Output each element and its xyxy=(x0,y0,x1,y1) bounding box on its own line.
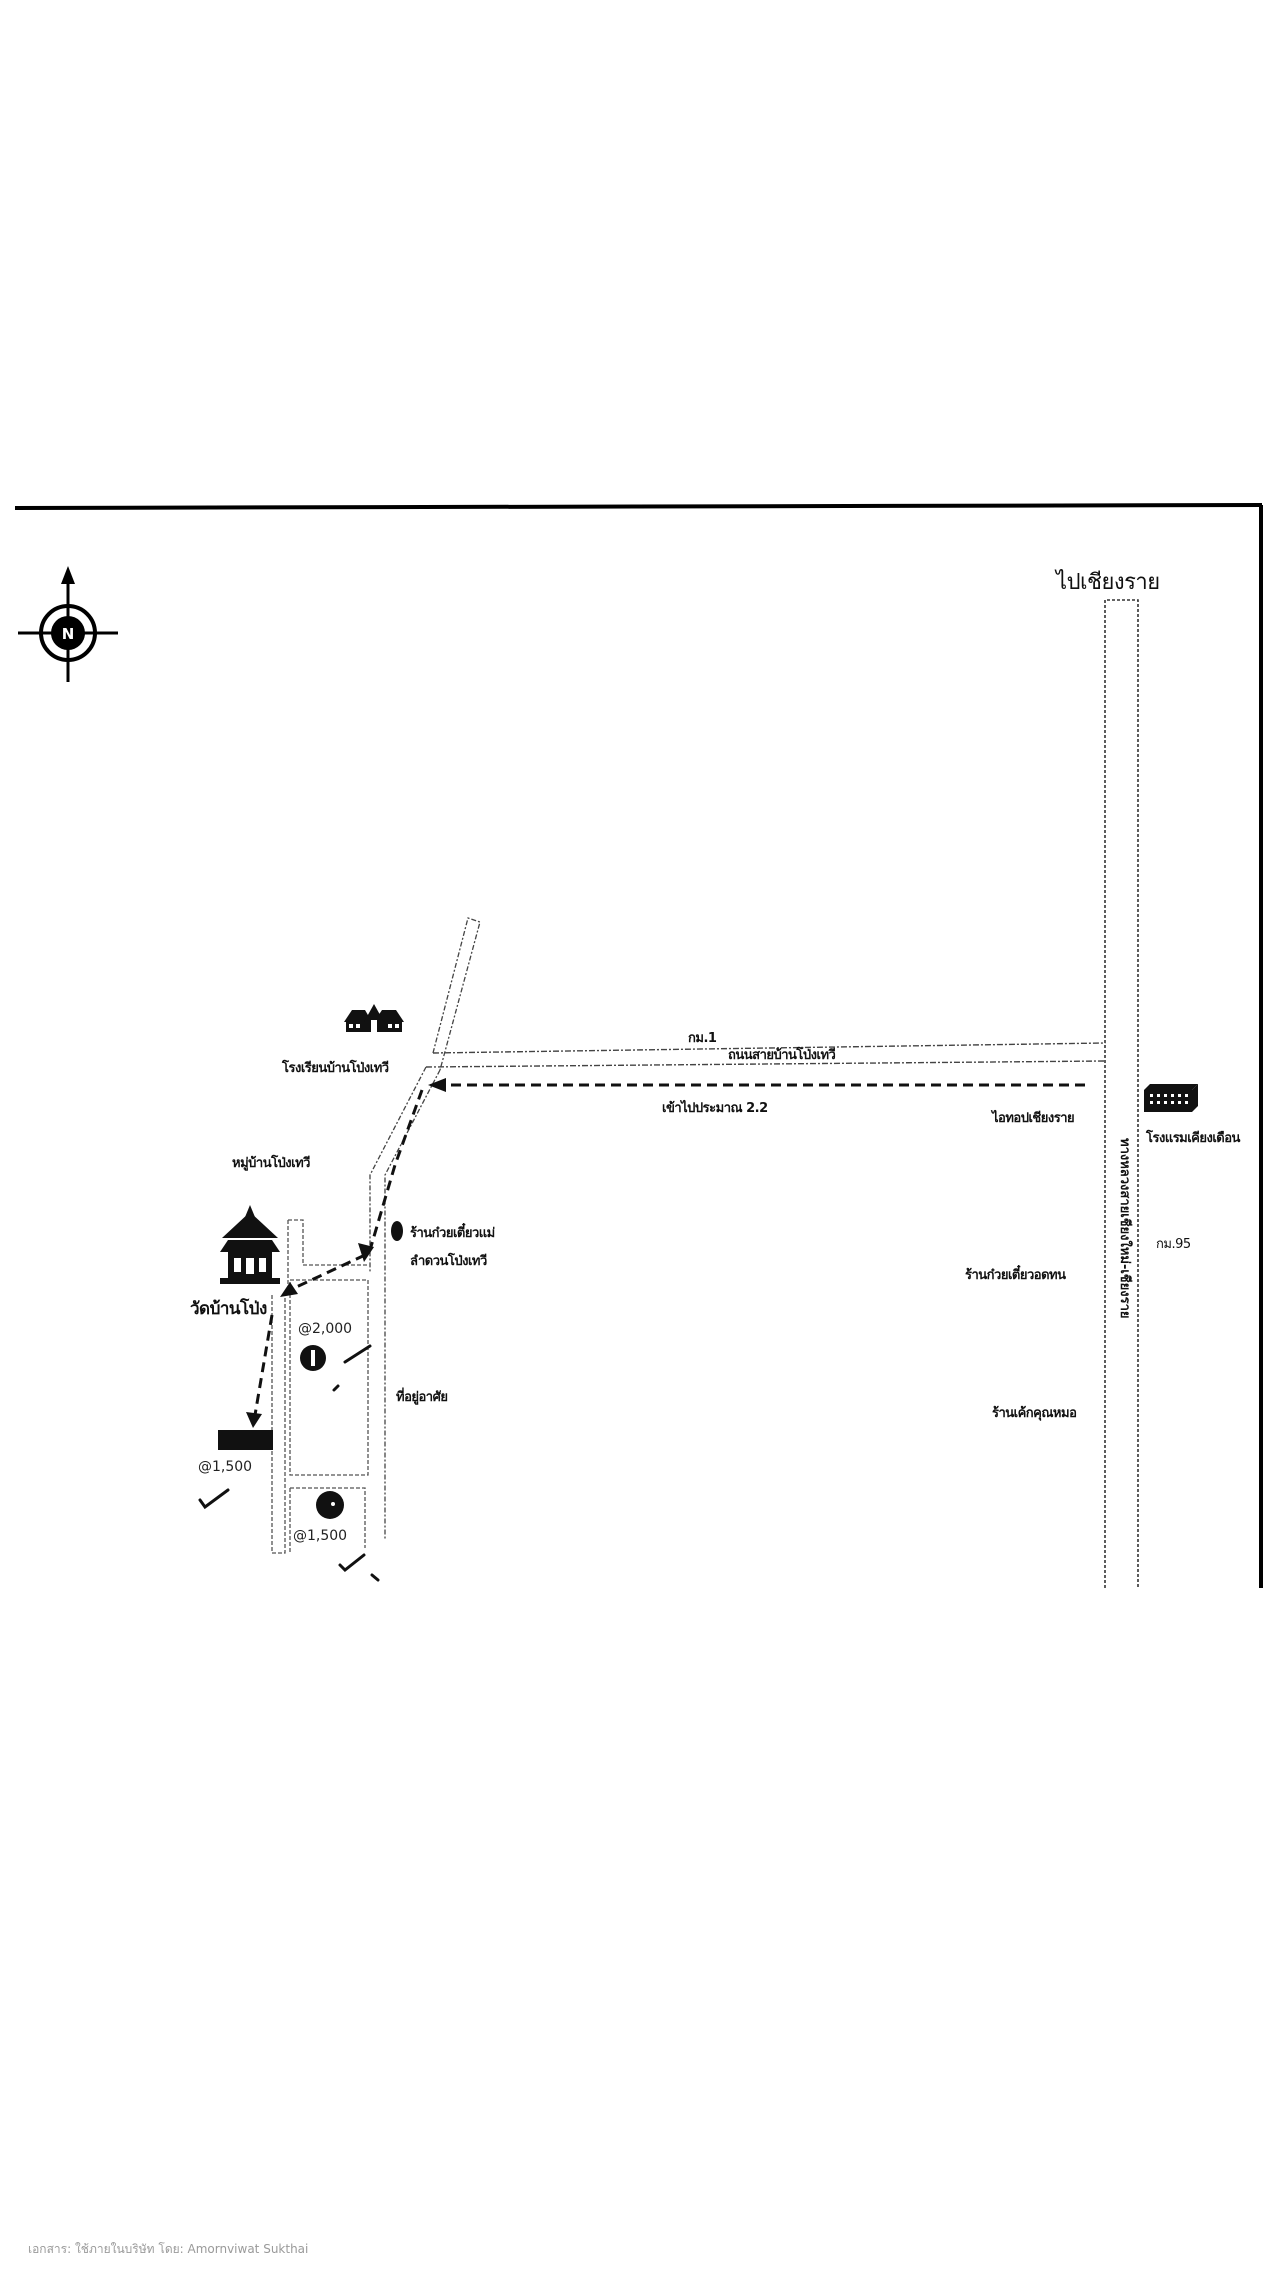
landmark-noodle-shop-line2: ลำดวนโป่งเทวี xyxy=(410,1254,487,1269)
main-highway-label: ทางหลวงสายเชียงใหม่-เชียงราย xyxy=(1117,1138,1132,1319)
main-highway-road xyxy=(1104,599,1139,1588)
shop-dot-icon xyxy=(391,1221,403,1241)
road-km-label: กม.1 xyxy=(688,1031,717,1046)
direction-label-chiang-rai: ไปเชียงราย xyxy=(1056,570,1160,595)
landmark-itop: ไอทอปเชียงราย xyxy=(992,1111,1075,1126)
map-frame xyxy=(14,503,1263,1588)
route-arrowheads xyxy=(246,1078,446,1428)
landmark-temple: วัดบ้านโป่ง xyxy=(190,1299,267,1319)
highway-km-label: กม.95 xyxy=(1156,1237,1191,1252)
plot-1-price: @2,000 xyxy=(298,1321,353,1337)
diagonal-road xyxy=(369,917,481,1540)
hotel-icon xyxy=(1144,1084,1198,1112)
landmark-hotel: โรงแรมเคียงเดือน xyxy=(1146,1131,1240,1146)
school-icon xyxy=(344,1004,404,1032)
landmark-noodle-shop-2: ร้านก๋วยเตี๋ยวอดทน xyxy=(965,1268,1066,1283)
landmark-noodle-shop-line1: ร้านก๋วยเตี๋ยวแม่ xyxy=(410,1226,495,1241)
landmark-school: โรงเรียนบ้านโป่งเทวี xyxy=(282,1061,389,1076)
landmark-village: หมู่บ้านโป่งเทวี xyxy=(232,1156,310,1171)
plot-marker-3 xyxy=(316,1491,344,1519)
temple-icon xyxy=(220,1205,280,1284)
route-distance-note: เข้าไปประมาณ 2.2 xyxy=(662,1101,768,1116)
check-mark-icons xyxy=(198,1344,380,1582)
plot-3-price: @1,500 xyxy=(293,1528,348,1544)
plot-2-price: @1,500 xyxy=(198,1459,253,1475)
landmark-cake-shop: ร้านเค้กคุณหมอ xyxy=(992,1406,1077,1421)
plot-marker-2 xyxy=(218,1430,273,1450)
landmark-residence: ที่อยู่อาศัย xyxy=(396,1390,448,1405)
route-path xyxy=(253,1083,1085,1416)
document-footer: เอกสาร: ใช้ภายในบริษัท โดย: Amornviwat S… xyxy=(28,2242,309,2256)
north-compass-icon: N xyxy=(18,566,118,682)
village-road-label: ถนนสายบ้านโป่งเทวี xyxy=(728,1048,836,1063)
village-road xyxy=(425,1042,1106,1068)
plot-outlines xyxy=(271,1219,369,1554)
compass-letter: N xyxy=(62,625,75,643)
plot-marker-1 xyxy=(300,1345,326,1371)
